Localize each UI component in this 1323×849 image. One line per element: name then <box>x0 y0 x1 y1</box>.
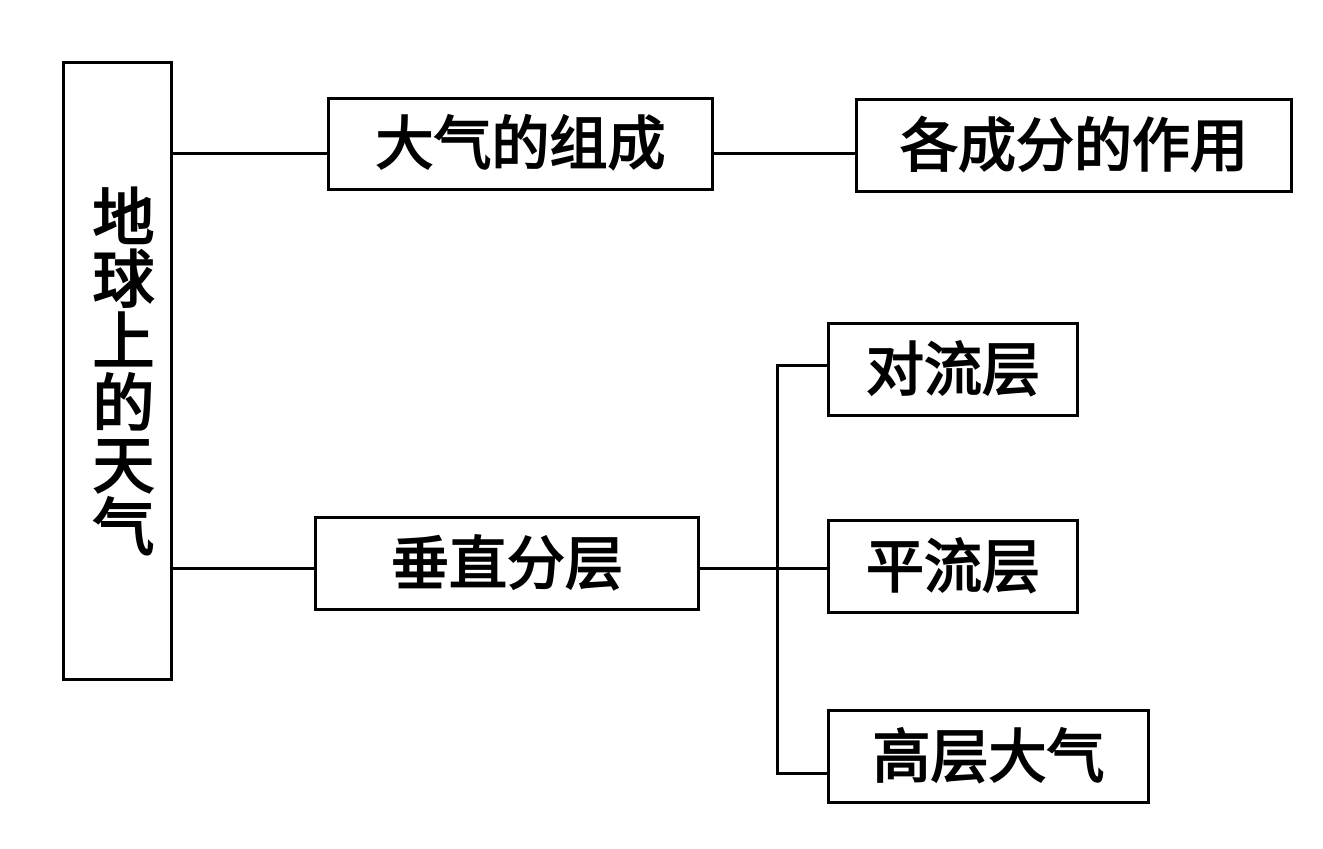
upper-atmosphere-node-label: 高层大气 <box>872 722 1105 791</box>
component-functions-node: 各成分的作用 <box>855 98 1293 193</box>
bracket-vertical-line <box>776 364 779 775</box>
root-node-label: 地球上的天气 <box>81 185 155 557</box>
connector-bracket-troposphere <box>776 364 828 367</box>
connector-layers-bracket <box>697 567 828 570</box>
connector-root-composition <box>170 152 329 155</box>
troposphere-node: 对流层 <box>827 322 1079 417</box>
root-node: 地球上的天气 <box>62 61 173 681</box>
stratosphere-node: 平流层 <box>827 519 1079 614</box>
upper-atmosphere-node: 高层大气 <box>827 709 1150 804</box>
connector-root-layers <box>170 567 316 570</box>
composition-node: 大气的组成 <box>327 97 714 191</box>
vertical-layers-node-label: 垂直分层 <box>390 529 623 598</box>
connector-composition-functions <box>711 152 857 155</box>
connector-bracket-upper-atmosphere <box>776 772 828 775</box>
vertical-layers-node: 垂直分层 <box>314 516 700 611</box>
composition-node-label: 大气的组成 <box>375 110 666 178</box>
stratosphere-node-label: 平流层 <box>865 532 1040 601</box>
troposphere-node-label: 对流层 <box>865 335 1040 404</box>
component-functions-node-label: 各成分的作用 <box>899 111 1248 180</box>
